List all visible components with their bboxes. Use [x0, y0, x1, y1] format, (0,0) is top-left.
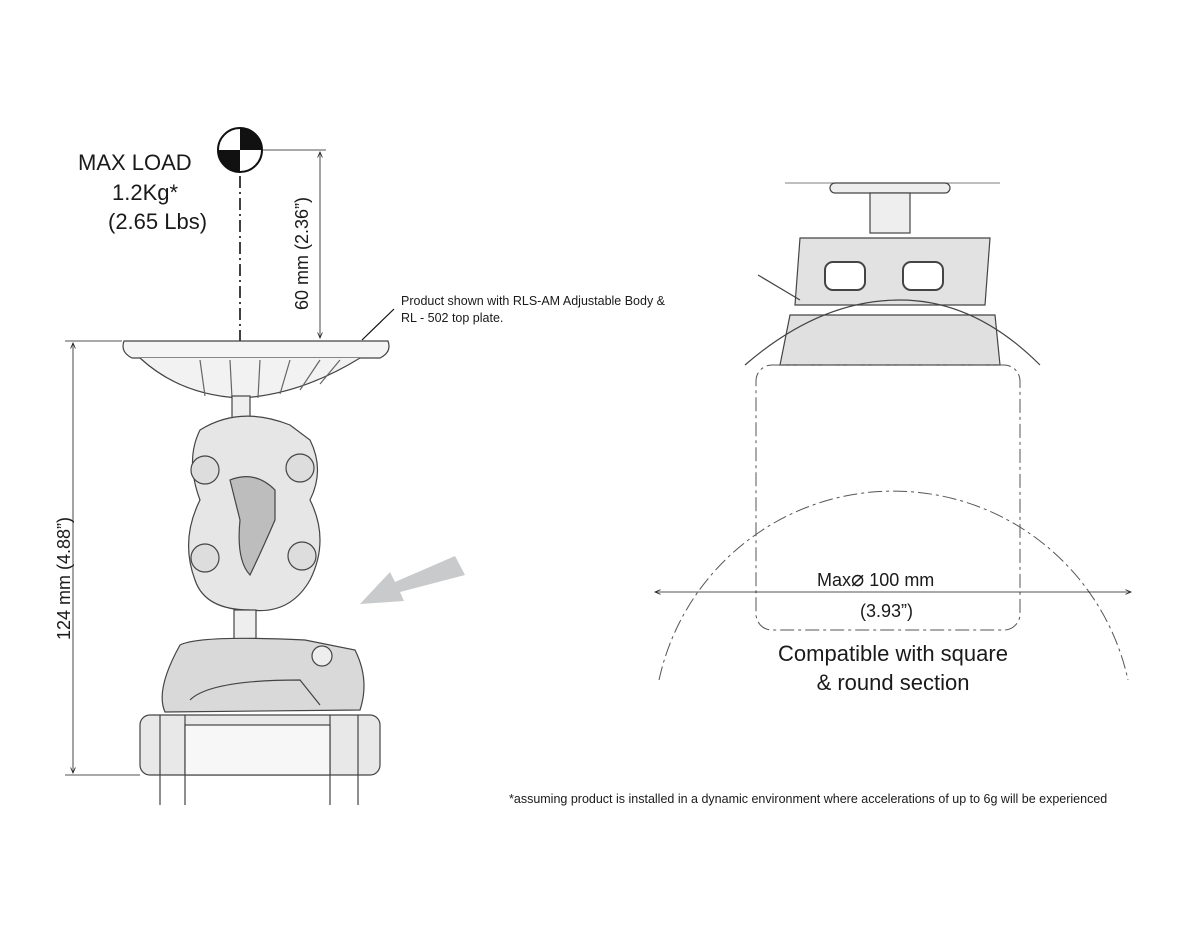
compat-line2: & round section: [816, 670, 970, 695]
dimension-60mm-label: 60 mm (2.36”): [292, 196, 312, 310]
product-side-view: [122, 340, 390, 805]
square-section-outline: [755, 364, 1021, 631]
compat-line1: Compatible with square: [778, 641, 1008, 666]
diameter-max: Max: [817, 570, 852, 590]
max-load-lbs: (2.65 Lbs): [108, 209, 208, 234]
dimension-124mm: [65, 340, 140, 776]
direction-arrow-icon: [360, 556, 465, 604]
diameter-label: Max⌀ 100 mm: [817, 566, 934, 592]
max-load-title: MAX LOAD: [78, 150, 192, 175]
diameter-inches: (3.93”): [860, 601, 914, 621]
diameter-value: 100 mm: [869, 570, 935, 590]
diameter-symbol-icon: ⌀: [851, 566, 865, 591]
dimension-124mm-label: 124 mm (4.88”): [54, 516, 74, 640]
product-note: Product shown with RLS-AM Adjustable Bod…: [401, 293, 665, 327]
product-front-view: [744, 182, 1041, 366]
product-note-line2: RL - 502 top plate.: [401, 311, 504, 325]
leader-line: [361, 308, 395, 341]
product-note-line1: Product shown with RLS-AM Adjustable Bod…: [401, 294, 666, 308]
footnote: *assuming product is installed in a dyna…: [509, 792, 1108, 806]
max-load-kg: 1.2Kg*: [112, 180, 179, 205]
dimension-60mm: [262, 149, 326, 338]
center-of-gravity-icon: [217, 127, 263, 173]
